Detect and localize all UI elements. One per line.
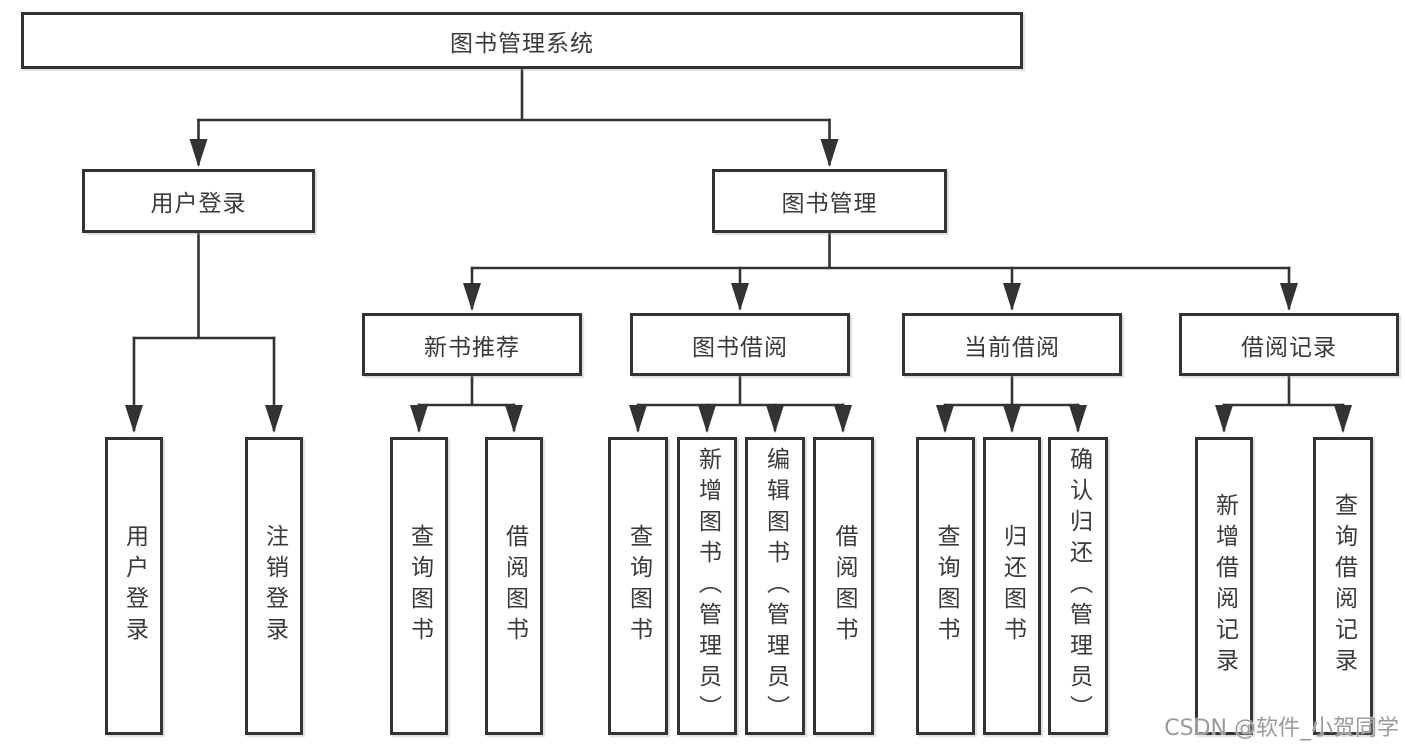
node-book-borrow: 图书借阅: [630, 313, 850, 376]
leaf-edit-books-admin: 编辑图书（管理员）: [745, 437, 805, 735]
csdn-watermark: CSDN @软件_小贺同学: [1164, 716, 1399, 741]
connector-bookmgmt-to-level3: [463, 231, 1298, 311]
node-label: 图书管理系统: [450, 30, 594, 57]
leaf-confirm-return-admin: 确认归还（管理员）: [1048, 437, 1108, 735]
node-label: 图书管理: [781, 191, 878, 217]
node-borrow-records: 借阅记录: [1179, 313, 1399, 376]
node-label: 新增借阅记录: [1211, 493, 1238, 679]
node-label: 新书推荐: [424, 334, 520, 361]
node-label: 图书借阅: [692, 334, 788, 361]
node-new-book-recommend: 新书推荐: [362, 313, 582, 376]
node-label: 用户登录: [150, 191, 247, 217]
node-library-management-system: 图书管理系统: [21, 12, 1023, 69]
node-label: 借阅记录: [1241, 334, 1337, 361]
leaf-user-login: 用户登录: [105, 437, 163, 735]
leaf-query-books-borrow: 查询图书: [608, 437, 668, 735]
leaf-add-borrow-record: 新增借阅记录: [1195, 437, 1253, 735]
connector-userlogin-to-leaves: [125, 231, 283, 433]
connector-root-to-level2: [189, 67, 839, 167]
leaf-query-borrow-record: 查询借阅记录: [1313, 437, 1373, 735]
leaf-query-books-current: 查询图书: [916, 437, 975, 735]
connector-borrow-to-leaves: [629, 374, 852, 433]
node-label: 归还图书: [999, 524, 1026, 648]
leaf-borrow-books-newrec: 借阅图书: [485, 437, 543, 735]
leaf-borrow-books: 借阅图书: [813, 437, 874, 735]
node-book-management: 图书管理: [712, 169, 947, 233]
node-label: 注销登录: [261, 524, 288, 648]
leaf-query-books-newrec: 查询图书: [390, 437, 448, 735]
node-label: 查询图书: [933, 524, 959, 648]
node-label: 编辑图书（管理员）: [762, 446, 789, 726]
connector-newrec-to-leaves: [410, 374, 523, 433]
connector-records-to-leaves: [1215, 374, 1352, 433]
node-current-borrow: 当前借阅: [902, 313, 1122, 376]
node-label: 确认归还（管理员）: [1065, 446, 1092, 726]
leaf-return-books: 归还图书: [983, 437, 1041, 735]
node-label: 用户登录: [121, 524, 148, 648]
node-label: 查询借阅记录: [1330, 493, 1357, 679]
node-label: 当前借阅: [964, 334, 1060, 361]
node-label: 新增图书（管理员）: [694, 446, 721, 726]
node-user-login: 用户登录: [82, 169, 315, 233]
node-label: 查询图书: [406, 524, 433, 648]
node-label: 借阅图书: [831, 524, 857, 648]
connector-current-to-leaves: [936, 374, 1087, 433]
node-label: 查询图书: [625, 524, 652, 648]
node-label: 借阅图书: [501, 524, 528, 648]
leaf-logout: 注销登录: [245, 437, 303, 735]
leaf-add-books-admin: 新增图书（管理员）: [677, 437, 737, 735]
